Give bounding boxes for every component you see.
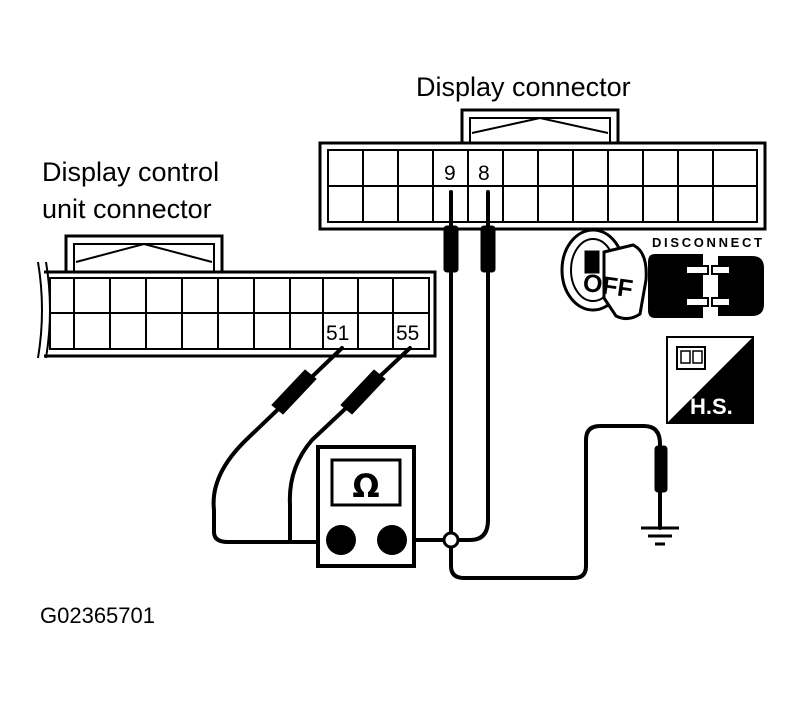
probe-handles (271, 225, 668, 493)
ignition-off-icon (560, 228, 648, 321)
junction-node (442, 531, 460, 549)
figure-id: G02365701 (40, 603, 155, 628)
harness-side-label: H.S. (690, 394, 733, 419)
control-unit-label-line1: Display control (42, 157, 220, 187)
display-connector (318, 108, 767, 231)
ohmmeter (316, 445, 416, 568)
control-unit-label-line2: unit connector (42, 194, 212, 224)
disconnect-icon (648, 254, 764, 318)
pin-51-label: 51 (326, 322, 349, 345)
meter-terminal-left (326, 525, 356, 555)
ignition-off-label: OFF (581, 269, 634, 304)
disconnect-label: DISCONNECT (652, 235, 762, 250)
ohm-symbol: Ω (352, 467, 379, 505)
pin-8-label: 8 (478, 162, 490, 185)
pin-55-label: 55 (396, 322, 419, 345)
control-unit-connector (37, 234, 437, 359)
display-connector-label: Display connector (416, 72, 631, 102)
pin-9-label: 9 (444, 162, 456, 185)
ground-icon (641, 526, 679, 546)
meter-terminal-right (377, 525, 407, 555)
harness-side-icon (666, 336, 754, 424)
